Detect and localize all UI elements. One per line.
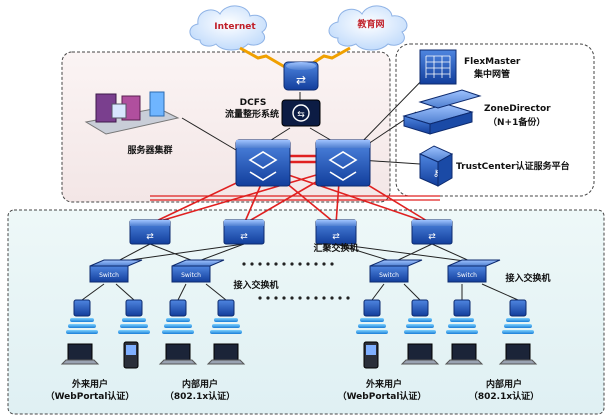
svg-text:⇄: ⇄ [240,232,248,242]
internet-cloud [189,5,267,51]
switch-text-3: Switch [379,272,399,279]
laptop-5-icon [444,343,484,365]
svg-text:⇄: ⇄ [146,232,154,242]
access-switch-3-icon: Switch [369,259,423,283]
right-external-user-title: 外来用户 [365,380,402,390]
svg-text:⇄: ⇄ [332,232,340,242]
access-point-5-icon [356,299,388,334]
svg-text:⚷: ⚷ [433,169,440,179]
aggregation-switch-4-icon: ⇄ [411,219,453,245]
core-switch-right-icon [315,139,371,187]
user-devices [60,341,538,369]
left-external-user-title: 外来用户 [71,380,108,390]
access-point-3-icon [162,299,194,334]
access-switch-right-label: 接入交换机 [505,274,551,284]
ellipsis-dots [242,262,350,300]
aggregation-switch-label: 汇聚交换机 [313,244,359,254]
switch-text-1: Switch [99,272,119,279]
left-internal-user-sub: （802.1x认证） [164,392,236,402]
zonedirector-subtitle: （N+1备份） [488,118,546,128]
flexmaster-icon [419,49,457,85]
access-point-8-icon [502,299,534,334]
laptop-4-icon [400,343,440,365]
left-internal-user-title: 内部用户 [181,380,218,390]
internet-label: Internet [214,22,256,32]
svg-text:⇄: ⇄ [296,73,306,87]
dcfs-device-icon: ⇆ [281,99,321,127]
access-point-2-icon [118,299,150,334]
core-switch-left-icon [235,139,291,187]
aggregation-switch-2-icon: ⇄ [223,219,265,245]
aggregation-switch-1-icon: ⇄ [129,219,171,245]
zonedirector-title: ZoneDirector [484,104,551,114]
access-switch-1-icon: Switch [89,259,143,283]
aggregation-switch-3-icon: ⇄ [315,219,357,245]
access-switch-left-label: 接入交换机 [233,281,279,291]
access-points [66,299,534,334]
zonedirector-icon [402,89,482,135]
access-point-7-icon [446,299,478,334]
education-net-cloud [328,5,408,51]
right-external-user-sub: （WebPortal认证） [337,392,427,402]
left-external-user-sub: （WebPortal认证） [45,392,135,402]
access-switch-4-icon: Switch [447,259,501,283]
router-icon: ⇄ [283,61,319,91]
trustcenter-icon: ⚷ [418,145,454,187]
flexmaster-title: FlexMaster [464,57,521,67]
server-cluster-label: 服务器集群 [127,146,173,156]
access-links [81,243,519,301]
access-switch-2-icon: Switch [171,259,225,283]
switch-text-2: Switch [181,272,201,279]
trustcenter-label: TrustCenter认证服务平台 [456,162,570,172]
access-switches: Switch Switch Switch Switch [89,259,501,283]
svg-text:⇄: ⇄ [428,232,436,242]
education-net-label: 教育网 [357,20,385,30]
dcfs-subtitle: 流量整形系统 [224,110,279,120]
right-internal-user-title: 内部用户 [485,380,522,390]
laptop-3-icon [206,343,246,365]
right-internal-user-sub: （802.1x认证） [468,392,540,402]
internet-link [239,46,291,72]
laptop-6-icon [498,343,538,365]
laptop-2-icon [158,343,198,365]
access-point-1-icon [66,299,98,334]
aggregation-switches: ⇄ ⇄ ⇄ ⇄ [129,219,453,245]
flexmaster-subtitle: 集中网管 [474,70,511,80]
server-cluster-icon [84,91,180,135]
phone-2-icon [363,341,379,369]
laptop-1-icon [60,343,100,365]
access-point-6-icon [404,299,436,334]
phone-1-icon [123,341,139,369]
svg-text:⇆: ⇆ [297,110,305,120]
switch-text-4: Switch [457,272,477,279]
access-point-4-icon [210,299,242,334]
dcfs-title: DCFS [239,98,267,108]
